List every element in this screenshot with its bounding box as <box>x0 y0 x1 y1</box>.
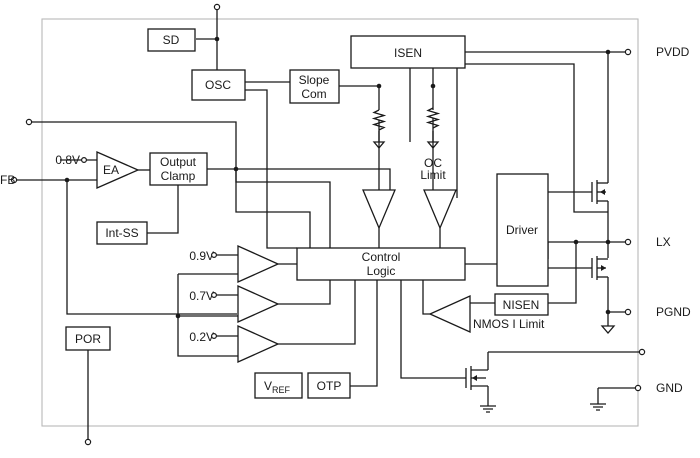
ground-icon <box>590 403 606 411</box>
isen-label: ISEN <box>394 46 422 60</box>
driver-label: Driver <box>506 223 538 237</box>
por-block <box>65 326 111 351</box>
control-logic-block <box>296 247 466 281</box>
pin-fb-label: FB <box>0 173 15 187</box>
oc-limit-comparator <box>423 189 457 230</box>
clamp-label-line1: Output <box>160 155 197 169</box>
comparator-02v <box>237 324 280 364</box>
sd-label: SD <box>163 33 180 47</box>
osc-block <box>191 69 246 101</box>
ground-icon <box>480 405 496 413</box>
ref-02v-label: 0.2V <box>189 330 214 344</box>
vref-label: VREF <box>264 379 291 395</box>
wires <box>14 9 640 440</box>
low-side-mosfet-icon <box>591 256 608 280</box>
output-clamp-block <box>149 152 208 186</box>
pin-pvdd-label: PVDD <box>656 45 690 59</box>
ground-icon <box>600 325 616 334</box>
comparator-09v <box>237 244 280 284</box>
vref-block <box>254 372 303 399</box>
high-side-mosfet-icon <box>591 180 608 204</box>
driver-block <box>496 173 549 287</box>
nmos-limit-comparator <box>428 294 471 334</box>
pwm-comparator <box>362 189 396 230</box>
nmos-limit-label: NMOS I Limit <box>473 317 545 331</box>
ground-icon <box>426 141 440 150</box>
int-ss-block <box>96 221 148 245</box>
por-label: POR <box>75 332 101 346</box>
oc-label-line2: Limit <box>420 168 446 182</box>
comparator-07v <box>237 284 280 324</box>
slope-com-block <box>289 69 340 104</box>
resistor-2-icon <box>425 107 441 129</box>
osc-label: OSC <box>205 78 231 92</box>
nisen-label: NISEN <box>503 298 540 312</box>
oc-label-line1: OC <box>424 156 442 170</box>
ref-08v-label: 0.8V <box>55 153 80 167</box>
junction-dots <box>64 36 611 319</box>
pin-pgnd-label: PGND <box>656 305 691 319</box>
control-label-line2: Logic <box>367 264 396 278</box>
nmos-switch-icon <box>465 366 488 390</box>
ea-label: EA <box>103 163 119 177</box>
terminals <box>10 3 646 446</box>
slope-label-line1: Slope <box>299 73 330 87</box>
otp-label: OTP <box>317 379 342 393</box>
clamp-label-line2: Clamp <box>161 169 196 183</box>
pin-gnd-label: GND <box>656 381 683 395</box>
resistor-1-icon <box>371 109 387 131</box>
slope-label-line2: Com <box>301 87 326 101</box>
sd-block <box>147 28 196 52</box>
pin-lx-label: LX <box>656 235 671 249</box>
ref-07v-label: 0.7V <box>189 289 214 303</box>
int-ss-label: Int-SS <box>105 226 138 240</box>
ea-amplifier <box>96 151 140 189</box>
isen-block <box>350 35 466 69</box>
ref-09v-label: 0.9V <box>189 249 214 263</box>
control-label-line1: Control <box>362 250 401 264</box>
otp-block <box>307 372 351 399</box>
ground-icon <box>372 141 386 150</box>
nisen-block <box>494 293 549 316</box>
